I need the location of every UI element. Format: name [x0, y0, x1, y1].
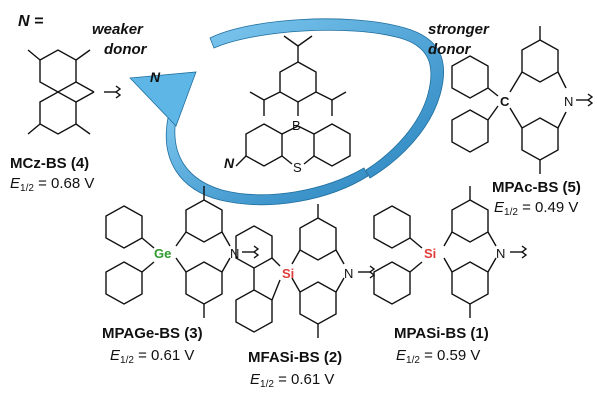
weaker-donor-label: donor [104, 41, 147, 58]
cycle-arrow [129, 18, 444, 206]
mpasi-structure [373, 186, 528, 318]
atom-silicon-mpasi: Si [424, 246, 436, 261]
mpac-structure [451, 26, 594, 174]
core-n-label: N [224, 155, 235, 171]
atom-n-mpac: N [564, 94, 573, 109]
mpasi-potential: E1/2 = 0.59 V [396, 347, 481, 366]
atom-germanium: Ge [154, 246, 171, 261]
mcz-structure [27, 49, 122, 135]
mcz-potential: E1/2 = 0.68 V [10, 175, 95, 194]
core-molecule [235, 35, 351, 167]
atom-n-mfasi: N [344, 266, 353, 281]
stronger-donor-label: donor [428, 41, 471, 58]
mpac-name: MPAc-BS (5) [492, 179, 581, 196]
mcz-name: MCz-BS (4) [10, 155, 90, 172]
stronger-label: stronger [428, 21, 489, 38]
mpac-potential: E1/2 = 0.49 V [494, 199, 579, 218]
atom-silicon-mfasi: Si [282, 266, 294, 281]
mpage-name: MPAGe-BS (3) [102, 325, 203, 342]
atom-n-mpage: N [230, 246, 239, 261]
arrow-head [129, 71, 197, 127]
arrow-n-label: N [150, 69, 161, 85]
atom-carbon: C [500, 94, 510, 109]
atom-n-mpasi: N [496, 246, 505, 261]
n-definition: N = [18, 13, 44, 30]
mpasi-name: MPASi-BS (1) [394, 325, 489, 342]
mfasi-structure [235, 204, 376, 338]
mpage-structure [105, 186, 260, 318]
atom-sulfur: S [293, 160, 302, 175]
weaker-label: weaker [92, 21, 143, 38]
mpage-potential: E1/2 = 0.61 V [110, 347, 195, 366]
mfasi-name: MFASi-BS (2) [248, 349, 343, 366]
mfasi-potential: E1/2 = 0.61 V [250, 371, 335, 390]
atom-boron: B [292, 118, 301, 133]
